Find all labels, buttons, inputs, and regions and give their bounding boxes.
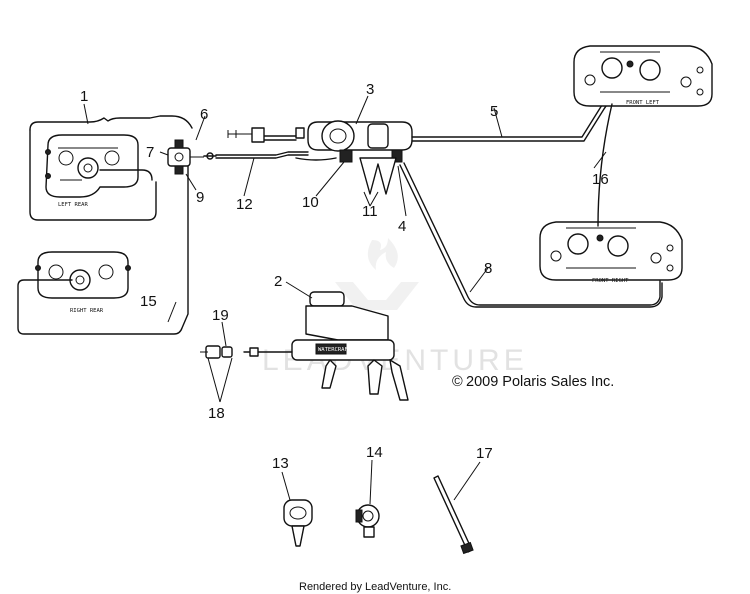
callout-5: 5 xyxy=(490,103,498,120)
callout-9: 9 xyxy=(196,189,204,206)
brake-line-10 xyxy=(295,157,337,161)
front-right-label: FRONT RIGHT xyxy=(592,278,629,284)
hose-clamp-13[interactable] xyxy=(283,499,313,547)
callout-13: 13 xyxy=(272,455,289,472)
callout-1: 1 xyxy=(80,88,88,105)
callout-4: 4 xyxy=(398,218,406,235)
master-cylinder-brand: WATERCRAFT xyxy=(318,347,352,353)
brake-line-1-lower xyxy=(29,129,157,221)
callout-2: 2 xyxy=(274,273,282,290)
master-cylinder[interactable]: WATERCRAFT xyxy=(243,291,409,401)
brake-line-1 xyxy=(29,115,193,131)
front-left-label: FRONT LEFT xyxy=(626,100,660,106)
callout-10: 10 xyxy=(302,194,319,211)
callout-7: 7 xyxy=(146,144,154,161)
callout-3: 3 xyxy=(366,81,374,98)
callout-11: 11 xyxy=(362,203,378,220)
callout-15: 15 xyxy=(140,293,157,310)
footer-text: Rendered by LeadVenture, Inc. xyxy=(299,581,451,593)
left-rear-caliper[interactable]: LEFT REAR xyxy=(45,134,139,208)
callout-8: 8 xyxy=(484,260,492,277)
copyright-symbol: © xyxy=(452,374,463,390)
brake-line-12[interactable] xyxy=(203,151,309,160)
callout-19: 19 xyxy=(212,307,229,324)
brake-line-1-branch xyxy=(99,169,153,181)
callout-12: 12 xyxy=(236,196,253,213)
copyright-text: 2009 Polaris Sales Inc. xyxy=(466,374,614,390)
master-cylinder-assembly[interactable] xyxy=(227,120,413,195)
front-left-caliper[interactable]: FRONT LEFT xyxy=(573,45,713,107)
right-rear-label: RIGHT REAR xyxy=(70,308,104,314)
leader-lines xyxy=(83,95,607,505)
front-right-caliper[interactable]: FRONT RIGHT xyxy=(539,221,683,284)
cable-tie[interactable] xyxy=(433,475,474,555)
callout-6: 6 xyxy=(200,106,208,123)
callout-16: 16 xyxy=(592,171,609,188)
brake-line-15 xyxy=(17,163,189,335)
callout-18: 18 xyxy=(208,405,225,422)
left-rear-label: LEFT REAR xyxy=(58,202,88,208)
watermark-logo xyxy=(335,238,419,310)
hose-clamp-14[interactable] xyxy=(355,504,380,538)
brake-line-16 xyxy=(597,103,613,227)
callout-14: 14 xyxy=(366,444,383,461)
clevis-pin[interactable] xyxy=(200,345,233,359)
tee-fitting[interactable] xyxy=(167,139,204,175)
right-rear-caliper[interactable]: RIGHT REAR xyxy=(35,251,131,314)
brake-line-8[interactable] xyxy=(399,162,663,308)
callout-17: 17 xyxy=(476,445,493,462)
